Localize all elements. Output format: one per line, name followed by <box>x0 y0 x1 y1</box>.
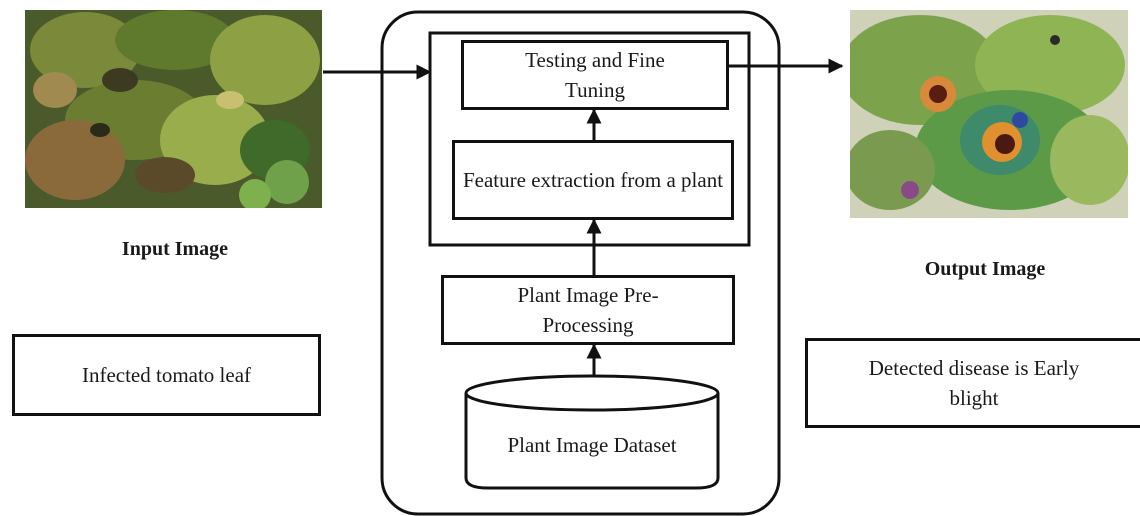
dataset-cylinder <box>464 374 720 490</box>
output-description-text: Detected disease is Early blight <box>868 356 1080 410</box>
input-image-caption: Input Image <box>121 238 229 260</box>
preprocessing-label: Plant Image Pre-Processing <box>517 283 659 337</box>
feature-extraction-label: Feature extraction from a plant <box>462 168 724 192</box>
input-description-text: Infected tomato leaf <box>81 363 252 387</box>
feature-extraction-box: Feature extraction from a plant <box>452 140 734 220</box>
infected-tomato-leaf-photo <box>25 10 322 208</box>
output-description-box: Detected disease is Early blight <box>805 338 1140 428</box>
preprocessing-box: Plant Image Pre-Processing <box>441 275 735 345</box>
model-group <box>428 31 751 247</box>
testing-finetuning-label: Testing and Fine Tuning <box>525 48 665 102</box>
output-image-caption: Output Image <box>924 258 1046 280</box>
input-description-box: Infected tomato leaf <box>12 334 321 416</box>
testing-finetuning-box: Testing and Fine Tuning <box>461 40 729 110</box>
pipeline-container <box>380 10 781 516</box>
heatmap-leaf-photo <box>850 10 1128 218</box>
dataset-label: Plant Image Dataset <box>507 433 677 457</box>
